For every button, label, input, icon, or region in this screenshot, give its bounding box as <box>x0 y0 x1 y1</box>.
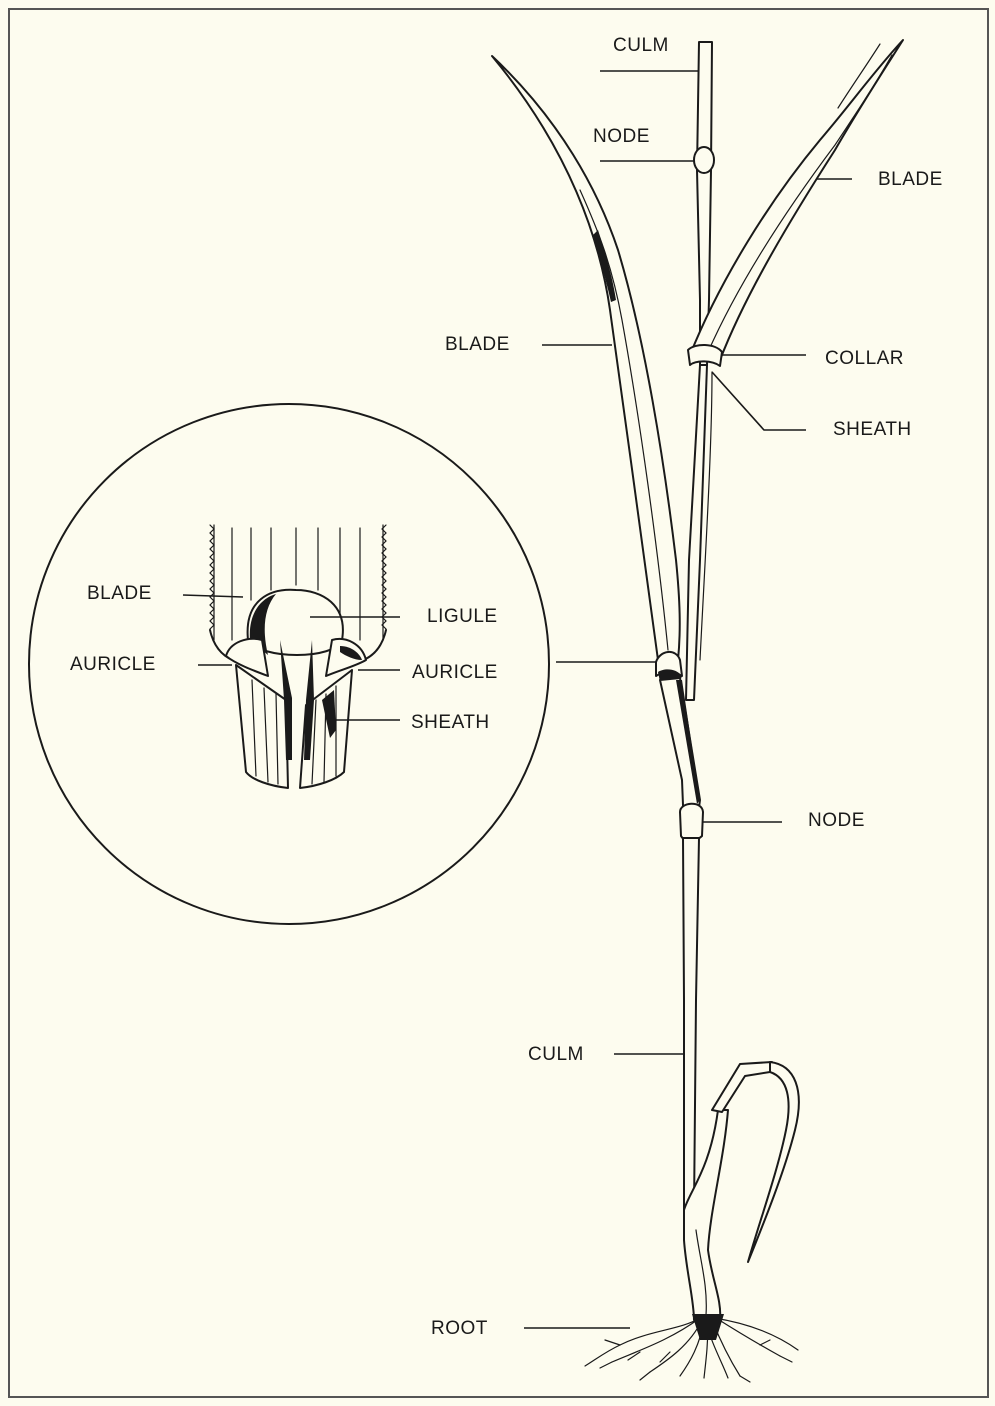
label-culm-top: CULM <box>613 35 669 56</box>
top-node <box>694 147 714 173</box>
label-inset-blade: BLADE <box>87 583 152 604</box>
label-inset-auricle-right: AURICLE <box>412 662 498 683</box>
label-blade-left: BLADE <box>445 334 510 355</box>
label-node-mid: NODE <box>808 810 865 831</box>
label-inset-sheath: SHEATH <box>411 712 490 733</box>
label-inset-auricle-left: AURICLE <box>70 654 156 675</box>
label-culm-bottom: CULM <box>528 1044 584 1065</box>
label-collar: COLLAR <box>825 348 904 369</box>
label-root: ROOT <box>431 1318 488 1339</box>
label-sheath-main: SHEATH <box>833 419 912 440</box>
label-inset-ligule: LIGULE <box>427 606 498 627</box>
mid-node <box>680 804 703 841</box>
label-node-top: NODE <box>593 126 650 147</box>
label-blade-right: BLADE <box>878 169 943 190</box>
